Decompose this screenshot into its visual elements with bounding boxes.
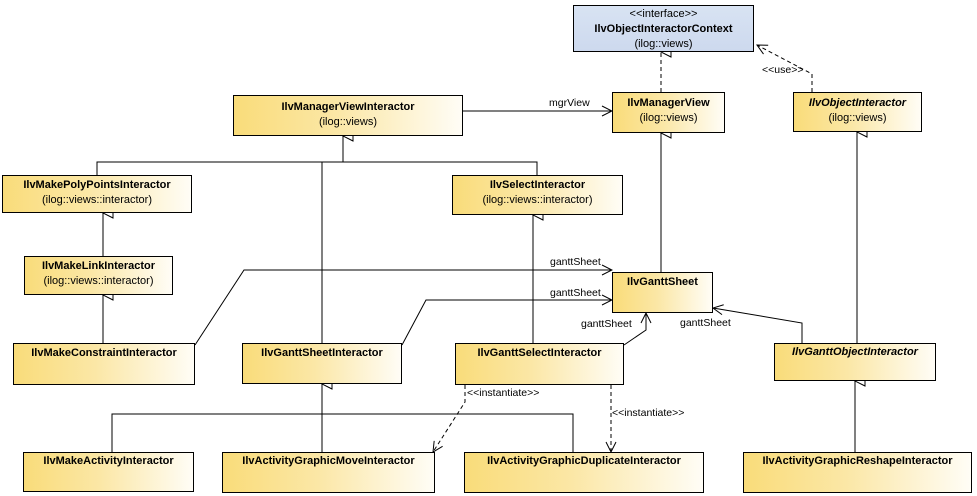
- class-ilv-gantt-sheet[interactable]: IlvGanttSheet: [612, 272, 713, 313]
- class-ilv-make-poly-points-interactor[interactable]: IlvMakePolyPointsInteractor (ilog::views…: [2, 175, 192, 213]
- mgr-view-label: mgrView: [549, 97, 590, 109]
- class-package: (ilog::views::interactor): [41, 194, 153, 206]
- use-arrow-object-interactor: [757, 45, 813, 92]
- class-ilv-make-link-interactor[interactable]: IlvMakeLinkInteractor (ilog::views::inte…: [24, 256, 173, 295]
- instantiate-label-1: <<instantiate>>: [467, 387, 539, 399]
- class-ilv-activity-graphic-move-interactor[interactable]: IlvActivityGraphicMoveInteractor: [222, 452, 435, 493]
- class-ilv-make-constraint-interactor[interactable]: IlvMakeConstraintInteractor: [13, 343, 195, 385]
- class-ilv-manager-view-interactor[interactable]: IlvManagerViewInteractor (ilog::views): [233, 95, 463, 136]
- class-ilv-make-activity-interactor[interactable]: IlvMakeActivityInteractor: [23, 452, 194, 492]
- class-name: IlvActivityGraphicReshapeInteractor: [762, 455, 953, 467]
- gantt-sheet-label-3: ganttSheet: [581, 318, 632, 330]
- inherit-line-activity-duplicate: [322, 413, 574, 452]
- class-package: (ilog::views): [634, 38, 693, 50]
- instantiate-label-2: <<instantiate>>: [612, 407, 684, 419]
- class-ilv-activity-graphic-reshape-interactor[interactable]: IlvActivityGraphicReshapeInteractor: [743, 452, 972, 493]
- class-name: IlvMakeLinkInteractor: [41, 260, 156, 272]
- class-name: IlvMakePolyPointsInteractor: [23, 179, 171, 191]
- interface-stereotype: <<interface>>: [629, 8, 698, 20]
- class-name: IlvMakeActivityInteractor: [43, 455, 174, 467]
- class-package: (ilog::views): [828, 112, 887, 124]
- inherit-line-select-interactor: [343, 161, 538, 175]
- class-name: IlvGanttSheetInteractor: [261, 347, 383, 359]
- class-ilv-object-interactor-context[interactable]: <<interface>> IlvObjectInteractorContext…: [573, 5, 754, 52]
- class-name: IlvActivityGraphicMoveInteractor: [242, 455, 415, 467]
- gantt-sheet-label-1: ganttSheet: [550, 256, 601, 268]
- gantt-sheet-assoc-gantt-object: [713, 308, 803, 343]
- use-label: <<use>>: [762, 64, 803, 76]
- class-ilv-gantt-sheet-interactor[interactable]: IlvGanttSheetInteractor: [242, 343, 402, 384]
- class-name: IlvManagerViewInteractor: [281, 101, 415, 113]
- class-name: IlvMakeConstraintInteractor: [31, 347, 177, 359]
- gantt-sheet-assoc-gantt-select: [623, 313, 646, 346]
- class-name: IlvActivityGraphicDuplicateInteractor: [487, 455, 681, 467]
- inherit-line-make-poly-points: [96, 161, 343, 175]
- class-ilv-gantt-object-interactor[interactable]: IlvGanttObjectInteractor: [774, 343, 936, 381]
- gantt-sheet-assoc-make-constraint: [194, 270, 612, 346]
- class-ilv-manager-view[interactable]: IlvManagerView (ilog::views): [612, 92, 725, 133]
- instantiate-arrow-move: [433, 385, 466, 452]
- class-ilv-gantt-select-interactor[interactable]: IlvGanttSelectInteractor: [455, 343, 624, 385]
- class-ilv-activity-graphic-duplicate-interactor[interactable]: IlvActivityGraphicDuplicateInteractor: [464, 452, 704, 493]
- class-ilv-object-interactor[interactable]: IlvObjectInteractor (ilog::views): [793, 92, 922, 132]
- class-name: IlvObjectInteractor: [808, 97, 907, 109]
- class-name: IlvGanttSelectInteractor: [477, 347, 602, 359]
- class-name: IlvGanttObjectInteractor: [792, 346, 918, 358]
- inherit-line-make-activity: [111, 413, 322, 452]
- class-package: (ilog::views): [639, 112, 698, 124]
- class-package: (ilog::views::interactor): [43, 275, 154, 287]
- gantt-sheet-label-4: ganttSheet: [680, 317, 731, 329]
- class-ilv-select-interactor[interactable]: IlvSelectInteractor (ilog::views::intera…: [452, 175, 623, 215]
- class-name: IlvManagerView: [627, 97, 710, 109]
- class-name: IlvSelectInteractor: [489, 179, 586, 191]
- class-name: IlvObjectInteractorContext: [594, 23, 733, 35]
- class-package: (ilog::views::interactor): [482, 194, 593, 206]
- class-package: (ilog::views): [318, 116, 378, 128]
- gantt-sheet-label-2: ganttSheet: [550, 287, 601, 299]
- class-name: IlvGanttSheet: [627, 276, 698, 288]
- gantt-sheet-assoc-gantt-sheet-interactor: [401, 300, 612, 346]
